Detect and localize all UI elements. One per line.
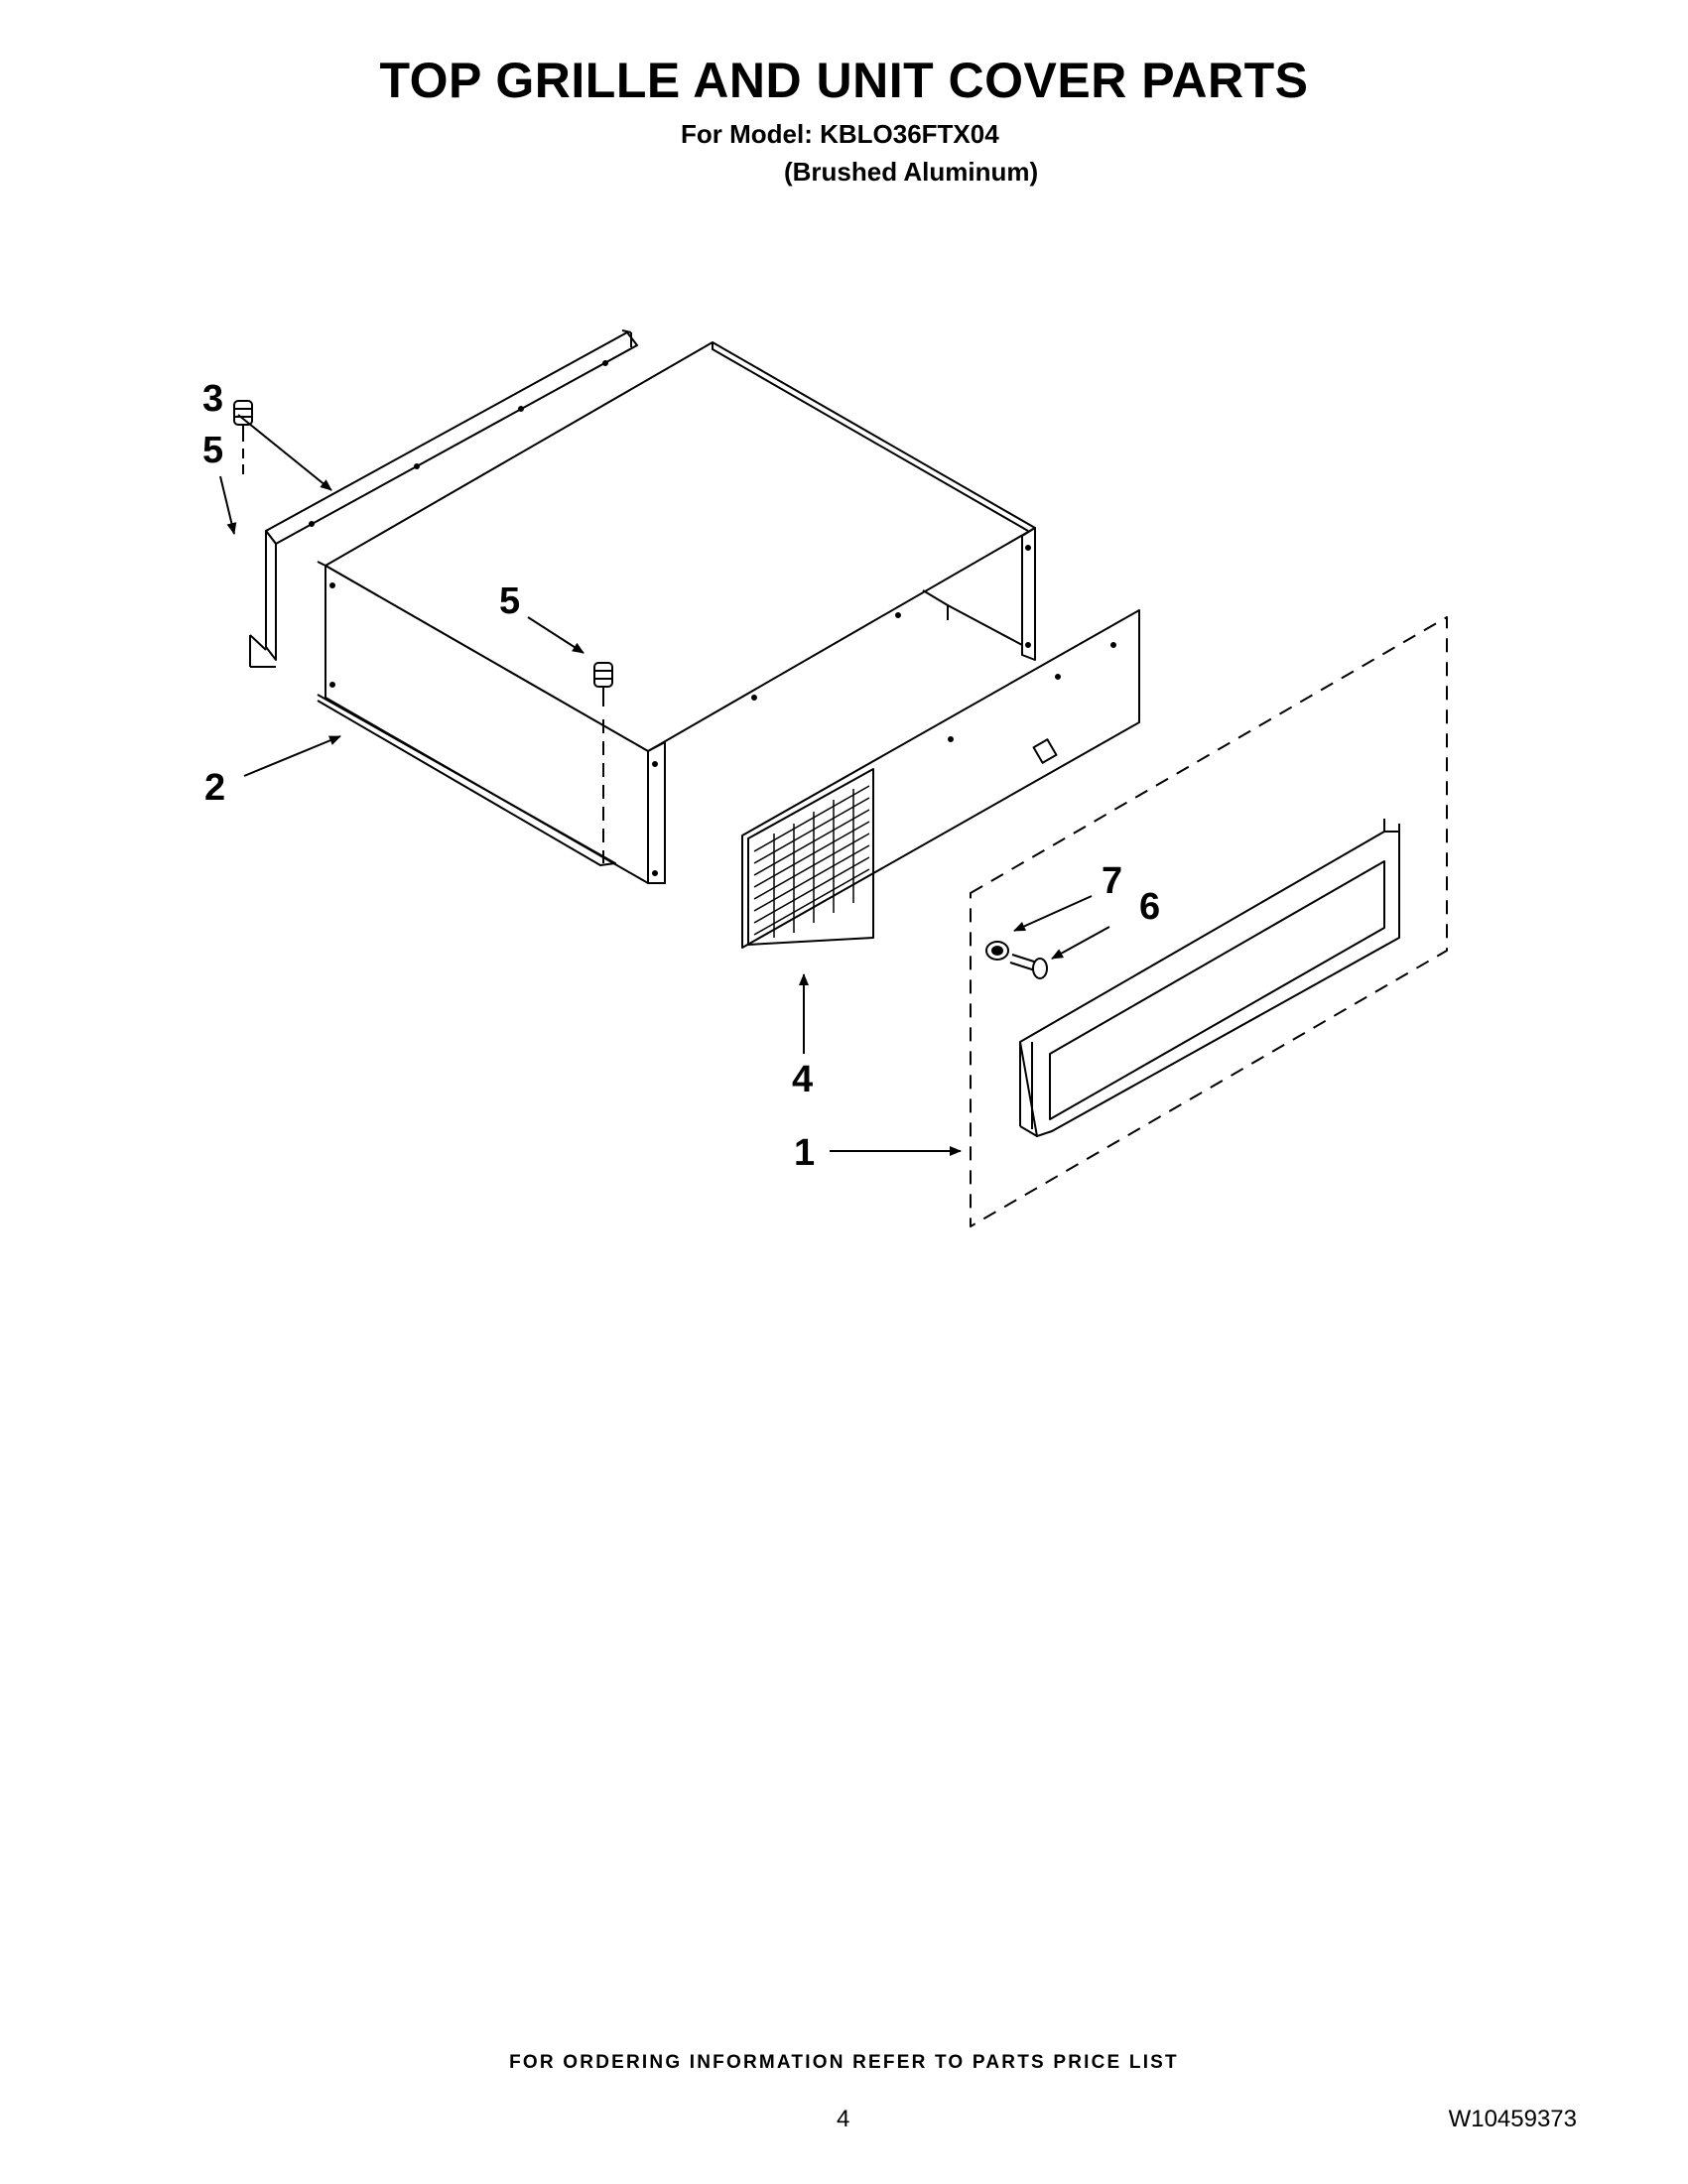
- callout-4: 4: [792, 1059, 813, 1100]
- leader-arrow-2: [243, 735, 341, 777]
- callout-2: 2: [204, 767, 225, 809]
- leader-arrow-5b: [527, 616, 584, 654]
- callout-7: 7: [1102, 860, 1122, 902]
- exploded-parts-diagram: 3 5 5 2 4 7 6 1: [202, 329, 1448, 1227]
- document-number: W10459373: [1448, 2106, 1577, 2132]
- page-number: 4: [837, 2106, 850, 2132]
- leader-arrow-5a: [219, 475, 237, 535]
- callout-3: 3: [202, 378, 223, 420]
- clip-part: [985, 941, 1009, 961]
- callout-1: 1: [794, 1132, 815, 1174]
- leader-arrow-6: [1051, 926, 1110, 960]
- callout-5-center: 5: [499, 580, 520, 622]
- grille-panel-part: [741, 609, 1140, 949]
- model-line: For Model: KBLO36FTX04: [681, 119, 999, 149]
- unit-cover-part: [317, 341, 1036, 884]
- leader-arrow-7: [1013, 895, 1093, 932]
- grille-louvers: [753, 785, 870, 938]
- front-trim-part: [1019, 819, 1400, 1137]
- rear-bracket-part: [249, 329, 638, 668]
- finish-line: (Brushed Aluminum): [784, 157, 1039, 187]
- fastener-knob-part: [1009, 954, 1048, 979]
- callout-5-left: 5: [202, 430, 223, 471]
- leader-arrow-3: [237, 414, 332, 491]
- screw-center-part: [593, 662, 613, 863]
- callout-6: 6: [1139, 886, 1160, 928]
- page-title: TOP GRILLE AND UNIT COVER PARTS: [379, 53, 1309, 108]
- screw-left-part: [233, 400, 253, 474]
- ordering-note: FOR ORDERING INFORMATION REFER TO PARTS …: [509, 2052, 1179, 2073]
- trim-assembly-boundary: [970, 616, 1448, 1227]
